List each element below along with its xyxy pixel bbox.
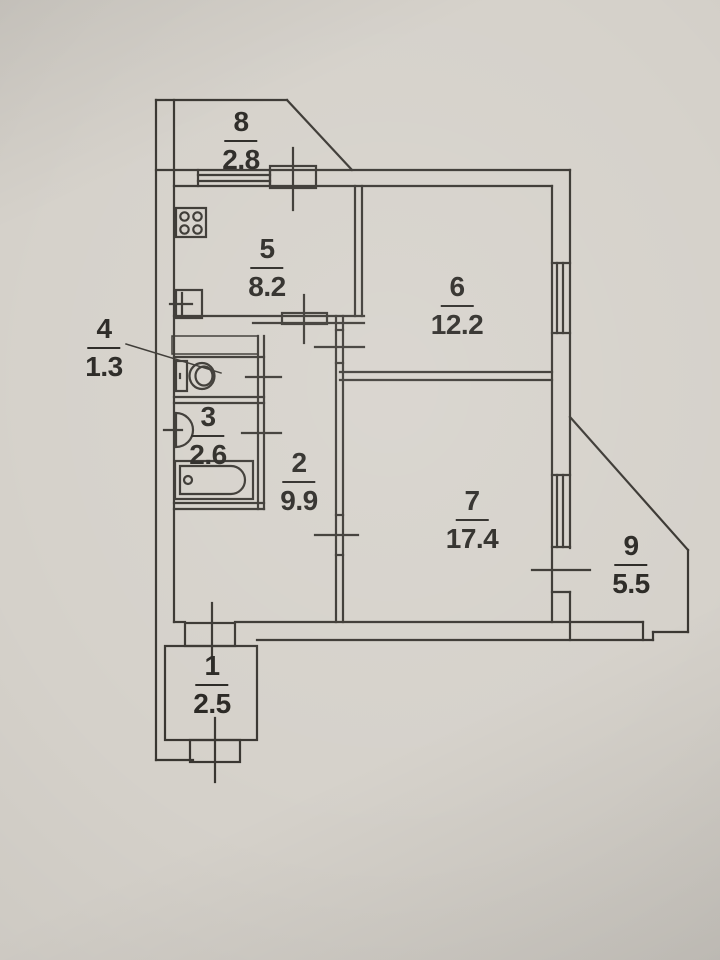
room-number: 4: [87, 315, 121, 349]
room-number: 7: [455, 487, 489, 521]
room-number: 8: [224, 108, 258, 142]
room-area: 12.2: [430, 309, 484, 340]
balcony-8-outline: [154, 98, 354, 172]
room-area: 2.8: [222, 144, 260, 175]
balcony-9-outline: [568, 415, 690, 642]
room-4-label: 4 1.3: [85, 315, 123, 382]
room-number: 3: [191, 403, 225, 437]
kitchen-sink-icon: [168, 288, 204, 320]
room-area: 2.6: [189, 439, 227, 470]
room-8-label: 8 2.8: [222, 108, 260, 175]
stove-icon: [174, 206, 208, 239]
room-area: 1.3: [85, 351, 123, 382]
bathtub-icon: [173, 459, 255, 501]
plumbing-block-walls: [171, 334, 266, 511]
room-2-label: 2 9.9: [280, 449, 318, 516]
room-area: 8.2: [248, 271, 286, 302]
room-6-window: [550, 261, 572, 335]
room-area: 9.9: [280, 485, 318, 516]
room-1-outline: [163, 644, 259, 742]
room-5-label: 5 8.2: [248, 235, 286, 302]
room-9-label: 9 5.5: [612, 532, 650, 599]
room-area: 17.4: [445, 523, 499, 554]
door-openings: [183, 146, 592, 784]
room-area: 5.5: [612, 568, 650, 599]
room-number: 5: [250, 235, 284, 269]
room-3-label: 3 2.6: [189, 403, 227, 470]
room-number: 1: [195, 652, 229, 686]
room-7-window: [550, 473, 572, 549]
room-6-label: 6 12.2: [431, 273, 484, 339]
interior-walls: [172, 184, 554, 624]
room-1-label: 1 2.5: [193, 652, 231, 719]
room-number: 6: [440, 273, 474, 307]
duct-shaft: [171, 335, 259, 355]
room-area: 2.5: [193, 688, 231, 719]
room-number: 2: [282, 449, 316, 483]
label-4-leader-line: [125, 343, 222, 374]
room-number: 9: [614, 532, 648, 566]
vestibule-door: [183, 621, 237, 648]
room-7-label: 7 17.4: [446, 487, 499, 553]
washbasin-icon: [162, 411, 195, 449]
